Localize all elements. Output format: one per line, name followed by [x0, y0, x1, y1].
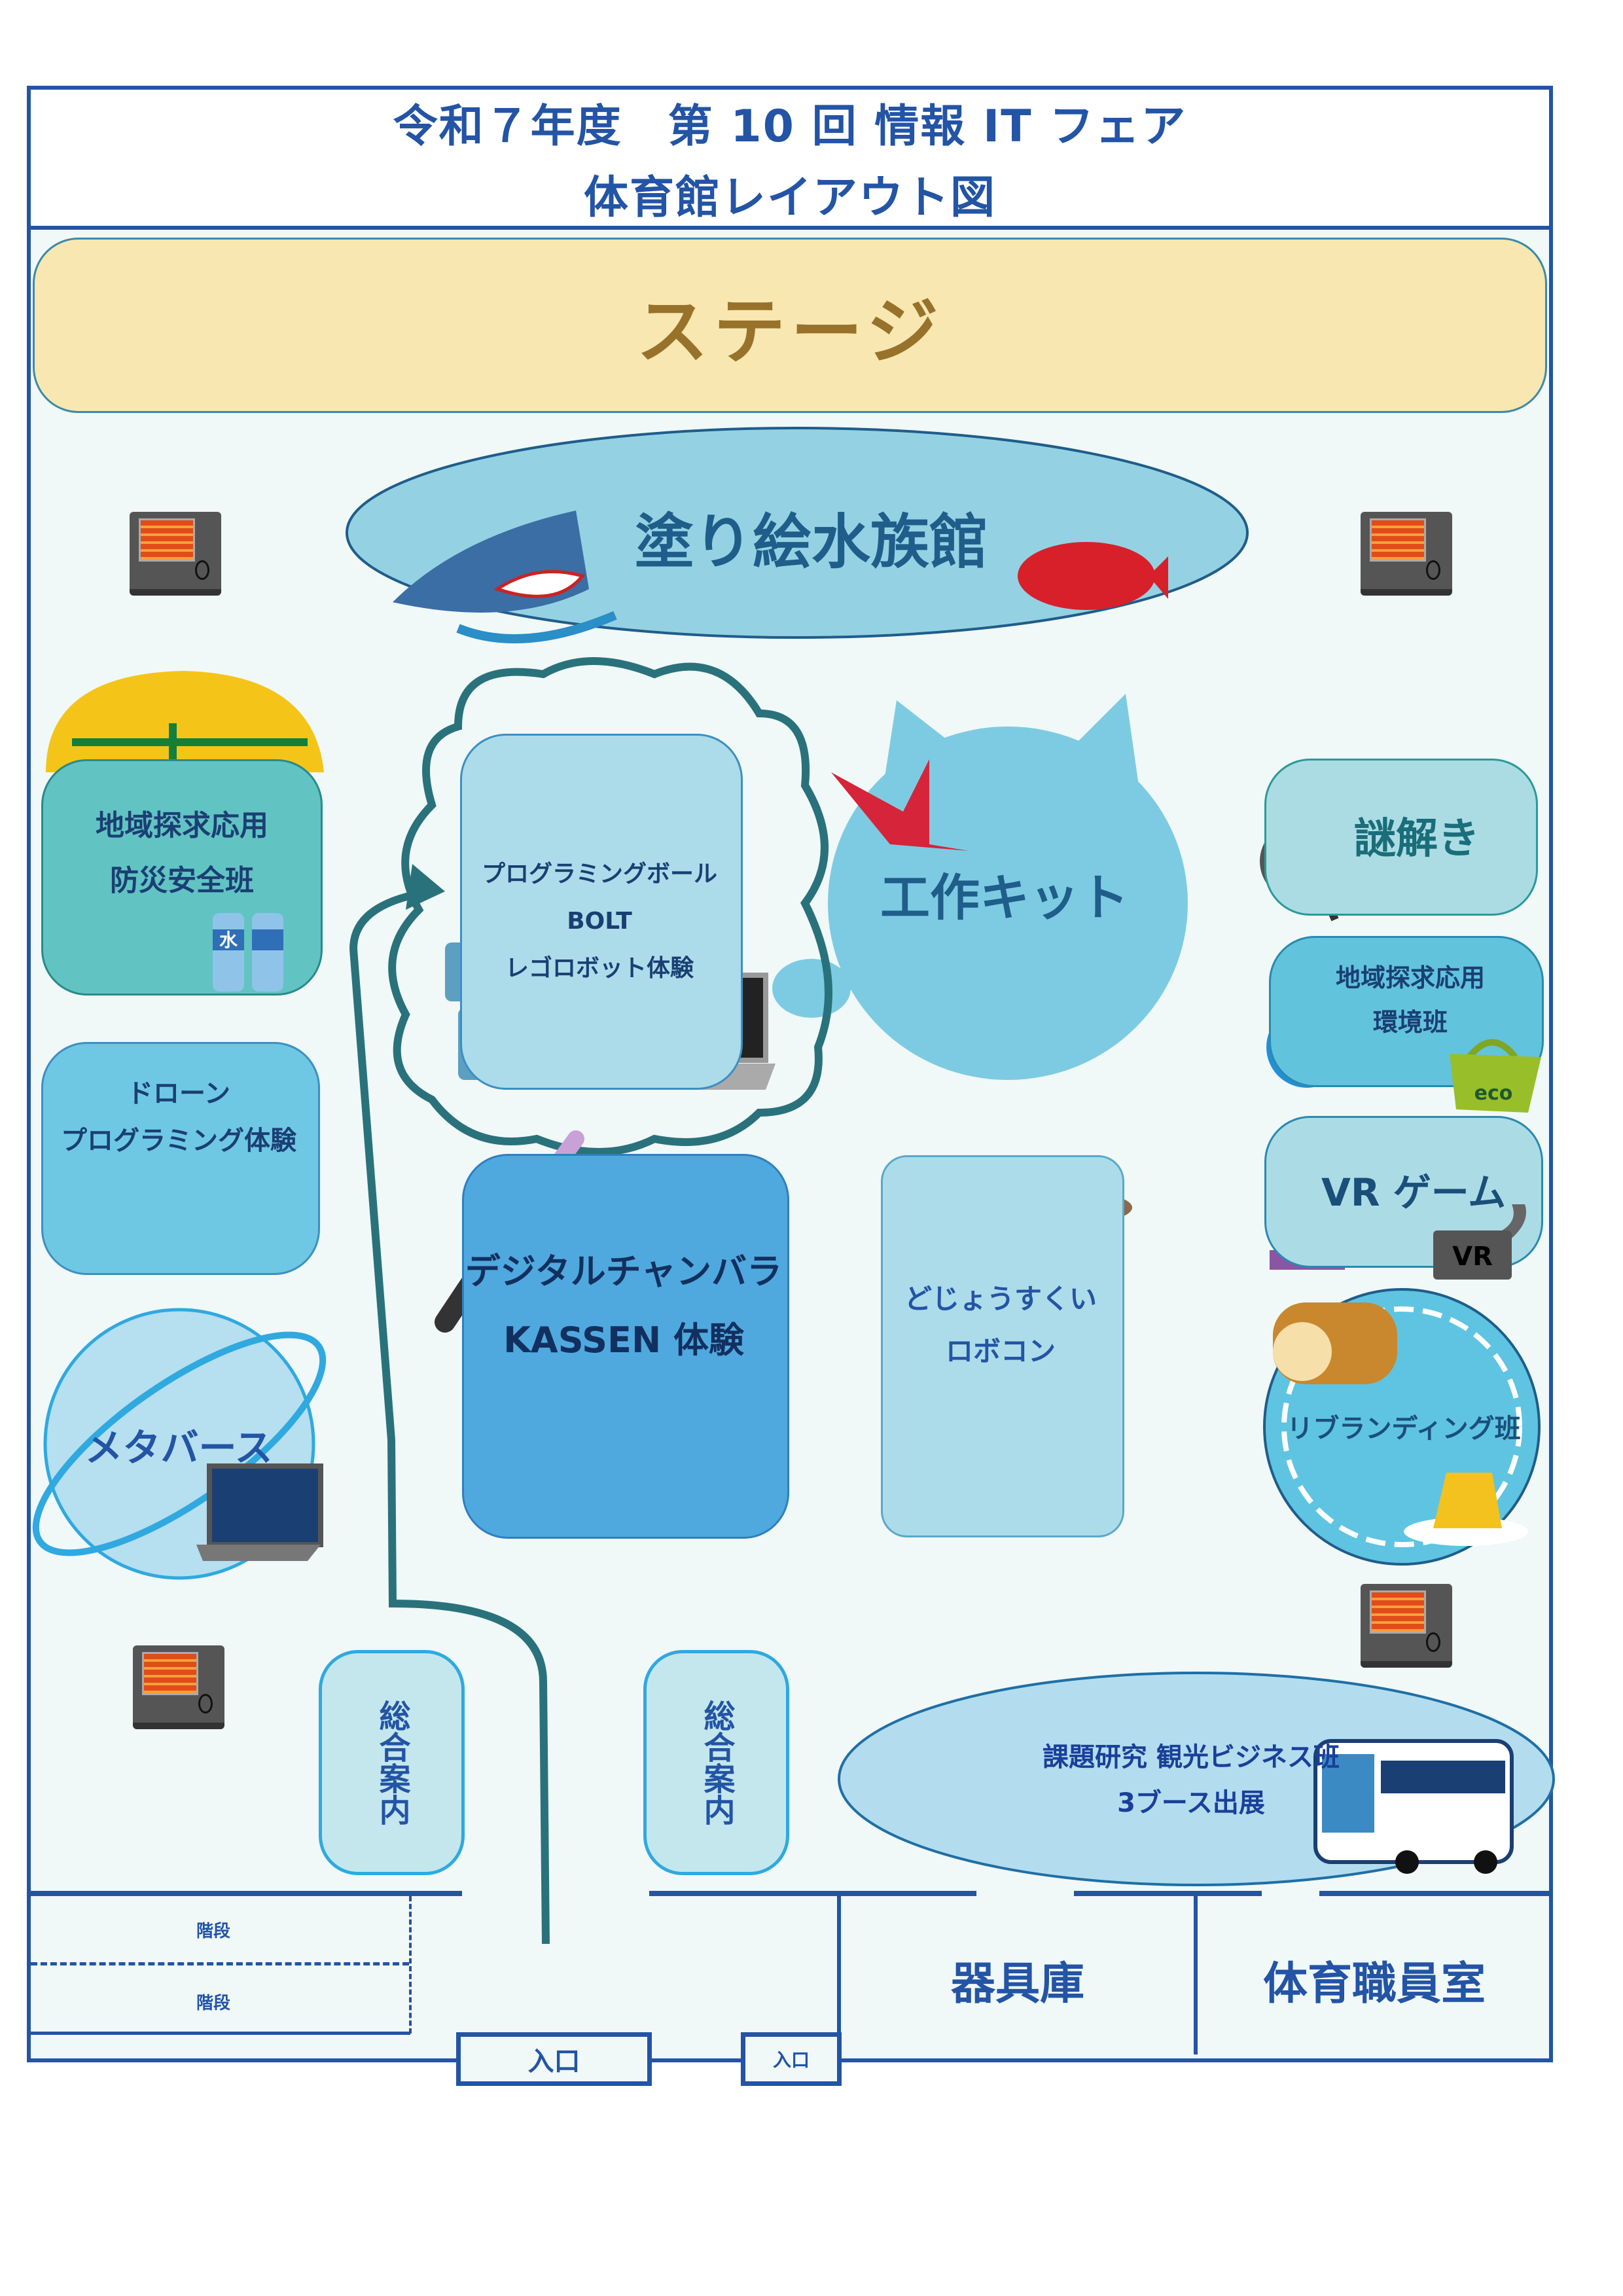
nazotoki-booth[interactable] [1264, 759, 1538, 916]
cloud-outline [388, 657, 832, 1156]
staff-wall [1194, 1893, 1198, 2054]
heater-icon [133, 1645, 224, 1729]
metaverse-label: メタバース [84, 1426, 273, 1470]
kankyo-line1: 地域探求応用 [1335, 963, 1485, 992]
tourism-line2: 3ブース出展 [1117, 1788, 1265, 1818]
bousai-label: 地域探求応用 防災安全班 [41, 798, 323, 908]
cat-ears [883, 694, 1139, 785]
shark-icon [393, 511, 617, 643]
stairs-divider [31, 1962, 409, 1965]
nazotoki-label: 謎解き [1354, 815, 1480, 863]
route-arrow [349, 888, 550, 1945]
rebrand-wreath [1281, 1306, 1522, 1547]
kankyo-line2: 環境班 [1372, 1008, 1448, 1037]
kankyo-label: 地域探求応用 環境班 [1302, 956, 1518, 1045]
cat-paw [772, 959, 851, 1018]
header: 令和７年度 第 10 回 情報 IT フェア 体育館レイアウト図 [27, 86, 1553, 230]
aquarium-label: 塗り絵水族館 [635, 508, 988, 577]
drone-line2: プログラミング体験 [61, 1126, 296, 1156]
info-desk-1[interactable]: 総合案内 [319, 1650, 465, 1875]
storage-room-label: 器具庫 [950, 1958, 1084, 2010]
title-line1: 令和７年度 第 10 回 情報 IT フェア [393, 101, 1187, 152]
drone-booth[interactable] [41, 1042, 320, 1275]
stairs-wall [31, 2032, 410, 2035]
storage-wall [837, 1893, 841, 2054]
stage[interactable]: ステージ [33, 238, 1547, 413]
helmet-icon [46, 671, 324, 772]
stairs-label-1: 階段 [196, 1922, 231, 1941]
bousai-line1: 地域探求応用 [96, 809, 268, 842]
entrance-2-label: 入口 [772, 2049, 810, 2071]
staff-room-label: 体育職員室 [1262, 1958, 1486, 2010]
chanbara-label: デジタルチャンバラ KASSEN 体験 [462, 1237, 785, 1374]
roll-cake-icon [1273, 1302, 1397, 1384]
entrance-1[interactable]: 入口 [456, 2032, 652, 2086]
chanbara-line1: デジタルチャンバラ [465, 1251, 783, 1292]
kousaku-label: 工作キット [880, 869, 1129, 927]
pudding-icon [1404, 1473, 1528, 1546]
title-line2: 体育館レイアウト図 [583, 172, 996, 224]
chanbara-line2: KASSEN 体験 [503, 1319, 744, 1361]
red-fish-icon [1018, 542, 1168, 610]
tourism-label: 課題研究 観光ビジネス班 3ブース出展 [1021, 1734, 1361, 1826]
bolt-line2: レゴロボット体験 [505, 955, 694, 982]
heater-icon [130, 512, 221, 596]
wall-segment [27, 1891, 462, 1896]
stairs-label-2: 階段 [196, 1994, 231, 2013]
dojou-line1: どじょうすくい [904, 1283, 1097, 1315]
bousai-line2: 防災安全班 [110, 864, 254, 897]
info-desk-2[interactable]: 総合案内 [643, 1650, 789, 1875]
bus-icon [1313, 1739, 1514, 1874]
drone-line1: ドローン [127, 1079, 230, 1109]
dojou-booth[interactable] [881, 1155, 1124, 1537]
stairs-divider [409, 1896, 412, 2034]
drone-label: ドローン プログラミング体験 [41, 1070, 316, 1164]
vr-label: VR ゲーム [1321, 1170, 1506, 1215]
info-desk-2-label: 総合案内 [698, 1700, 735, 1825]
info-desk-1-label: 総合案内 [373, 1700, 410, 1825]
bolt-label: プログラミングボールBOLT レゴロボット体験 [460, 851, 739, 992]
entrance-1-label: 入口 [527, 2047, 580, 2077]
heater-icon [1361, 512, 1452, 596]
dojou-line2: ロボコン [945, 1335, 1056, 1367]
tourism-line1: 課題研究 観光ビジネス班 [1043, 1742, 1340, 1772]
wall-segment [649, 1891, 976, 1896]
wall-segment [1319, 1891, 1549, 1896]
entrance-2[interactable]: 入口 [741, 2032, 842, 2086]
rebrand-label: リブランディング班 [1287, 1414, 1521, 1444]
bolt-line1: プログラミングボールBOLT [481, 861, 717, 935]
stage-label: ステージ [636, 290, 944, 374]
arrow-head-icon [406, 864, 445, 910]
heater-icon [1361, 1584, 1452, 1668]
wall-segment [1074, 1891, 1262, 1896]
dojou-label: どじょうすくい ロボコン [881, 1273, 1120, 1378]
origami-crane-icon [831, 759, 969, 851]
bolt-booth[interactable] [460, 734, 743, 1090]
chanbara-booth[interactable] [462, 1154, 789, 1539]
